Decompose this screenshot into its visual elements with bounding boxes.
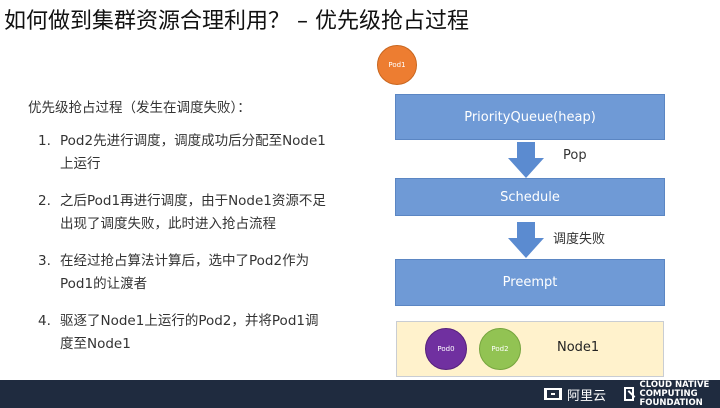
step-text-line1: 在经过抢占算法计算后，选中了Pod2作为 [60, 253, 310, 269]
aliyun-logo: 阿里云 [544, 385, 607, 404]
schedule-failed-label: 调度失败 [553, 232, 606, 247]
node1-label: Node1 [557, 340, 600, 355]
step-number: 1. [38, 133, 51, 149]
cncf-text: CLOUD NATIVE COMPUTING FOUNDATION [639, 379, 720, 408]
pop-label: Pop [563, 148, 587, 163]
step-text: Pod2先进行调度，调度成功后分配至Node1 上运行 [60, 130, 358, 176]
slide-title: 如何做到集群资源合理利用？ – 优先级抢占过程 [4, 9, 469, 34]
cncf-mark-icon [624, 387, 635, 401]
step-text-line2: 上运行 [60, 156, 101, 172]
step-text: 驱逐了Node1上运行的Pod2，并将Pod1调 度至Node1 [60, 310, 358, 356]
priority-queue-box: PriorityQueue(heap) [395, 94, 665, 140]
step-text-line2: 出现了调度失败，此时进入抢占流程 [60, 216, 276, 232]
down-arrow-icon [508, 222, 544, 258]
step-text-line1: 驱逐了Node1上运行的Pod2，并将Pod1调 [60, 313, 319, 329]
cncf-logo: CLOUD NATIVE COMPUTING FOUNDATION [624, 380, 720, 407]
pod1-circle: Pod1 [377, 45, 417, 85]
step-item: 4. 驱逐了Node1上运行的Pod2，并将Pod1调 度至Node1 [28, 310, 358, 356]
pod2-circle: Pod2 [479, 328, 521, 370]
cncf-line2: COMPUTING FOUNDATION [639, 388, 703, 408]
step-text-line1: Pod2先进行调度，调度成功后分配至Node1 [60, 133, 326, 149]
node1-box: Pod0 Pod2 Node1 [396, 321, 664, 377]
step-text-line1: 之后Pod1再进行调度，由于Node1资源不足 [60, 193, 326, 209]
steps-list: 1. Pod2先进行调度，调度成功后分配至Node1 上运行 2. 之后Pod1… [28, 130, 358, 370]
aliyun-text: 阿里云 [567, 388, 607, 404]
cncf-line1: CLOUD NATIVE [639, 379, 710, 390]
step-item: 2. 之后Pod1再进行调度，由于Node1资源不足 出现了调度失败，此时进入抢… [28, 190, 358, 236]
step-item: 3. 在经过抢占算法计算后，选中了Pod2作为 Pod1的让渡者 [28, 250, 358, 296]
pod0-circle: Pod0 [425, 328, 467, 370]
intro-text: 优先级抢占过程（发生在调度失败）： [28, 100, 251, 116]
step-text-line2: Pod1的让渡者 [60, 276, 148, 292]
step-number: 3. [38, 253, 51, 269]
preempt-box: Preempt [395, 259, 665, 306]
step-number: 4. [38, 313, 51, 329]
down-arrow-icon [508, 142, 544, 178]
footer-bar [0, 380, 720, 408]
aliyun-mark-icon [544, 388, 562, 400]
schedule-box: Schedule [395, 178, 665, 216]
step-text: 之后Pod1再进行调度，由于Node1资源不足 出现了调度失败，此时进入抢占流程 [60, 190, 358, 236]
step-item: 1. Pod2先进行调度，调度成功后分配至Node1 上运行 [28, 130, 358, 176]
step-text: 在经过抢占算法计算后，选中了Pod2作为 Pod1的让渡者 [60, 250, 358, 296]
step-number: 2. [38, 193, 51, 209]
step-text-line2: 度至Node1 [60, 336, 131, 352]
